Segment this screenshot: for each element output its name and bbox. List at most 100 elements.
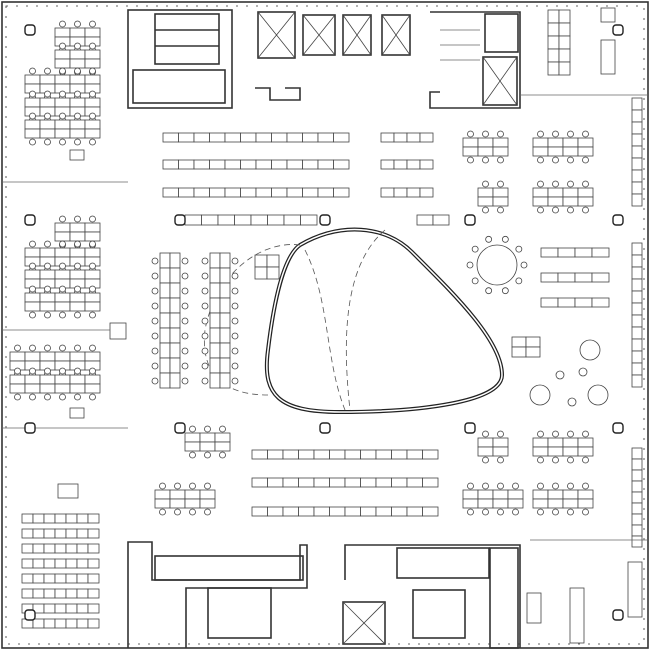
desk: [462, 498, 479, 509]
desk: [250, 214, 268, 226]
desk: [631, 374, 643, 388]
desk: [540, 297, 559, 308]
desk: [184, 489, 201, 500]
desk: [24, 119, 41, 130]
elevator-shaft: [381, 14, 411, 56]
lounge-seat: [555, 370, 565, 380]
chair: [231, 347, 239, 355]
chair: [74, 311, 81, 319]
desk: [267, 506, 284, 517]
chair: [59, 90, 66, 98]
chair: [552, 130, 559, 138]
bench-row: [380, 132, 434, 143]
chair: [181, 362, 189, 370]
desk: [558, 48, 571, 63]
desk: [39, 247, 56, 258]
column: [24, 422, 36, 434]
desk-cluster: [184, 441, 231, 452]
desk: [159, 327, 171, 344]
chair: [14, 367, 21, 375]
desk-cluster: [184, 432, 231, 443]
bench-row: [416, 214, 450, 226]
desk: [54, 558, 67, 569]
desk: [54, 374, 71, 385]
desk: [54, 74, 71, 85]
desk: [65, 543, 78, 554]
chair: [89, 112, 96, 120]
chair: [567, 430, 574, 438]
chair: [89, 285, 96, 293]
desk: [32, 543, 45, 554]
desk: [54, 543, 67, 554]
chair: [567, 508, 574, 516]
lounge-seat: [529, 384, 551, 406]
desk: [406, 449, 423, 460]
desk: [631, 513, 643, 526]
desk: [240, 159, 257, 170]
desk: [255, 159, 272, 170]
desk: [54, 49, 71, 60]
chair: [59, 42, 66, 50]
desk: [631, 314, 643, 328]
chair: [497, 508, 504, 516]
desk: [558, 61, 571, 76]
chair: [181, 377, 189, 385]
desk: [317, 187, 334, 198]
desk: [507, 489, 524, 500]
chair: [151, 272, 159, 280]
desk-cluster: [511, 336, 541, 348]
desk: [286, 159, 303, 170]
chair: [89, 311, 96, 319]
bench-row: [162, 159, 350, 170]
desk: [344, 449, 361, 460]
desk: [54, 119, 71, 130]
desk: [43, 618, 56, 629]
desk-cluster: [154, 489, 216, 500]
chair: [467, 130, 474, 138]
chair: [181, 272, 189, 280]
desk: [577, 446, 594, 457]
desk: [333, 187, 350, 198]
desk: [24, 383, 41, 394]
desk: [557, 272, 576, 283]
desk: [477, 187, 494, 198]
chair: [515, 277, 523, 285]
desk: [591, 297, 610, 308]
chair: [89, 215, 96, 223]
column: [174, 214, 186, 226]
desk: [419, 132, 434, 143]
desk: [84, 74, 101, 85]
desk: [492, 137, 509, 148]
cabinet: [600, 7, 616, 23]
desk: [39, 374, 56, 385]
desk-cluster: [532, 196, 594, 207]
desk: [84, 58, 101, 69]
desk: [69, 74, 86, 85]
desk: [178, 132, 195, 143]
chair: [181, 347, 189, 355]
locker-row: [21, 558, 100, 569]
desk: [492, 446, 509, 457]
chair: [204, 508, 211, 516]
chair: [151, 317, 159, 325]
chair: [151, 362, 159, 370]
desk: [65, 573, 78, 584]
chair: [181, 332, 189, 340]
chair: [59, 67, 66, 75]
desk: [54, 383, 71, 394]
desk-cluster: [24, 292, 101, 303]
desk: [39, 383, 56, 394]
chair: [497, 156, 504, 164]
chair: [471, 277, 479, 285]
chair: [29, 344, 36, 352]
desk: [84, 128, 101, 139]
desk: [69, 119, 86, 130]
desk: [54, 573, 67, 584]
desk: [631, 326, 643, 340]
chair: [231, 302, 239, 310]
chair: [537, 456, 544, 464]
chair: [29, 393, 36, 401]
desk: [169, 297, 181, 314]
desk: [562, 137, 579, 148]
desk: [169, 489, 186, 500]
